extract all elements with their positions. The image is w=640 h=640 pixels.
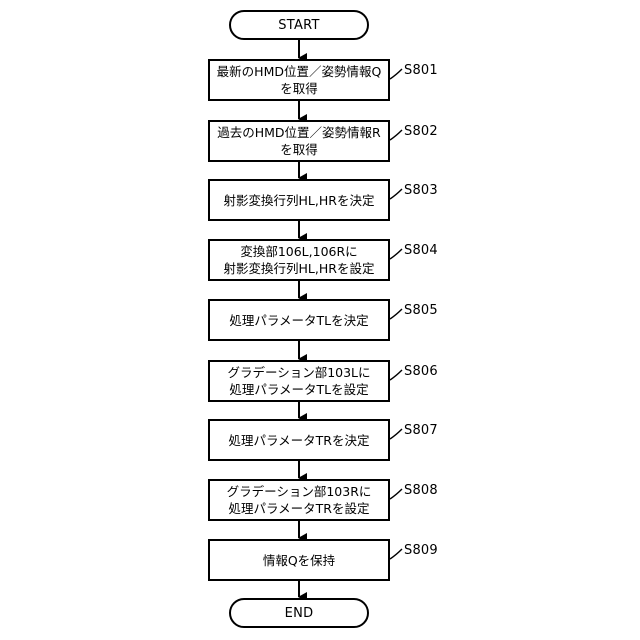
step-label: S801 [404,63,438,78]
process-step-s808: グラデーション部103Rに 処理パラメータTRを設定 [208,479,390,521]
step-label: S809 [404,543,438,558]
process-step-s805: 処理パラメータTLを決定 [208,299,390,341]
process-step-s803: 射影変換行列HL,HRを決定 [208,179,390,221]
process-step-text: 変換部106L,106Rに 射影変換行列HL,HRを設定 [224,243,375,277]
process-step-text: グラデーション部103Lに 処理パラメータTLを設定 [227,364,370,398]
end-label: END [285,606,314,621]
process-step-text: 情報Qを保持 [263,552,335,569]
step-label: S807 [404,423,438,438]
process-step-s802: 過去のHMD位置／姿勢情報R を取得 [208,120,390,162]
process-step-s801: 最新のHMD位置／姿勢情報Q を取得 [208,59,390,101]
step-label-leader [390,549,402,559]
process-step-s809: 情報Qを保持 [208,539,390,581]
process-step-text: 処理パラメータTRを決定 [229,432,370,449]
end-terminal: END [229,598,369,628]
step-label: S805 [404,303,438,318]
process-step-s807: 処理パラメータTRを決定 [208,419,390,461]
step-label-leader [390,489,402,499]
step-label: S803 [404,183,438,198]
step-label-leader [390,249,402,259]
step-label-leader [390,309,402,319]
start-terminal: START [229,10,369,40]
step-label-leader [390,189,402,199]
process-step-s804: 変換部106L,106Rに 射影変換行列HL,HRを設定 [208,239,390,281]
process-step-text: 処理パラメータTLを決定 [229,312,368,329]
start-label: START [278,18,320,33]
process-step-text: 最新のHMD位置／姿勢情報Q を取得 [217,63,382,97]
step-label: S802 [404,124,438,139]
process-step-text: 射影変換行列HL,HRを決定 [224,192,375,209]
step-label: S804 [404,243,438,258]
step-label-leader [390,429,402,439]
step-label: S806 [404,364,438,379]
step-label-leader [390,130,402,140]
process-step-s806: グラデーション部103Lに 処理パラメータTLを設定 [208,360,390,402]
step-label-leader [390,370,402,380]
process-step-text: 過去のHMD位置／姿勢情報R を取得 [217,124,381,158]
step-label-leader [390,69,402,79]
process-step-text: グラデーション部103Rに 処理パラメータTRを設定 [227,483,372,517]
step-label: S808 [404,483,438,498]
